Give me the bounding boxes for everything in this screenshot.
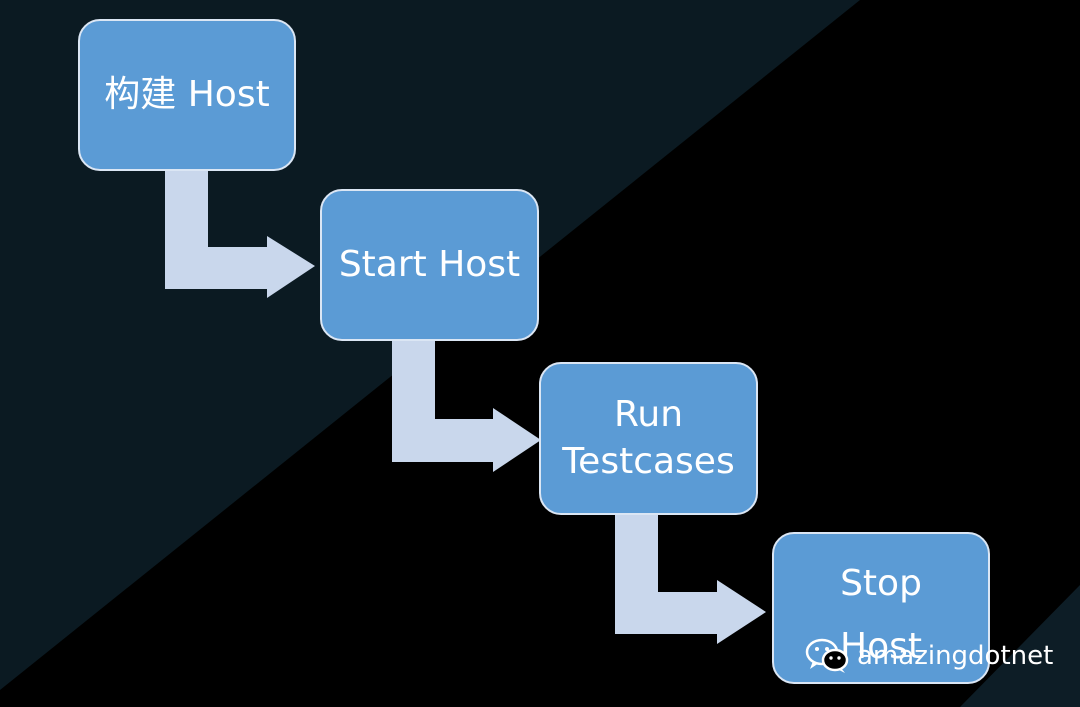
- step-box-stop-host: Stop Host: [772, 532, 990, 684]
- connector-arrow-2: [392, 341, 541, 472]
- step-label: Start Host: [338, 243, 521, 285]
- watermark-text: amazingdotnet: [857, 641, 1054, 671]
- watermark: amazingdotnet: [805, 636, 1053, 676]
- connector-arrow-1: [165, 170, 315, 298]
- wechat-icon: [805, 638, 849, 673]
- connector-arrow-3: [615, 515, 766, 644]
- step-label: Stop Host: [840, 563, 922, 667]
- step-box-run-testcases: Run Testcases: [539, 362, 758, 515]
- step-box-build-host: 构建 Host: [78, 19, 296, 171]
- step-label: Run Testcases: [562, 393, 735, 482]
- step-box-start-host: Start Host: [320, 189, 539, 341]
- step-label: 构建 Host: [104, 73, 270, 115]
- background-corner-band: [960, 585, 1080, 707]
